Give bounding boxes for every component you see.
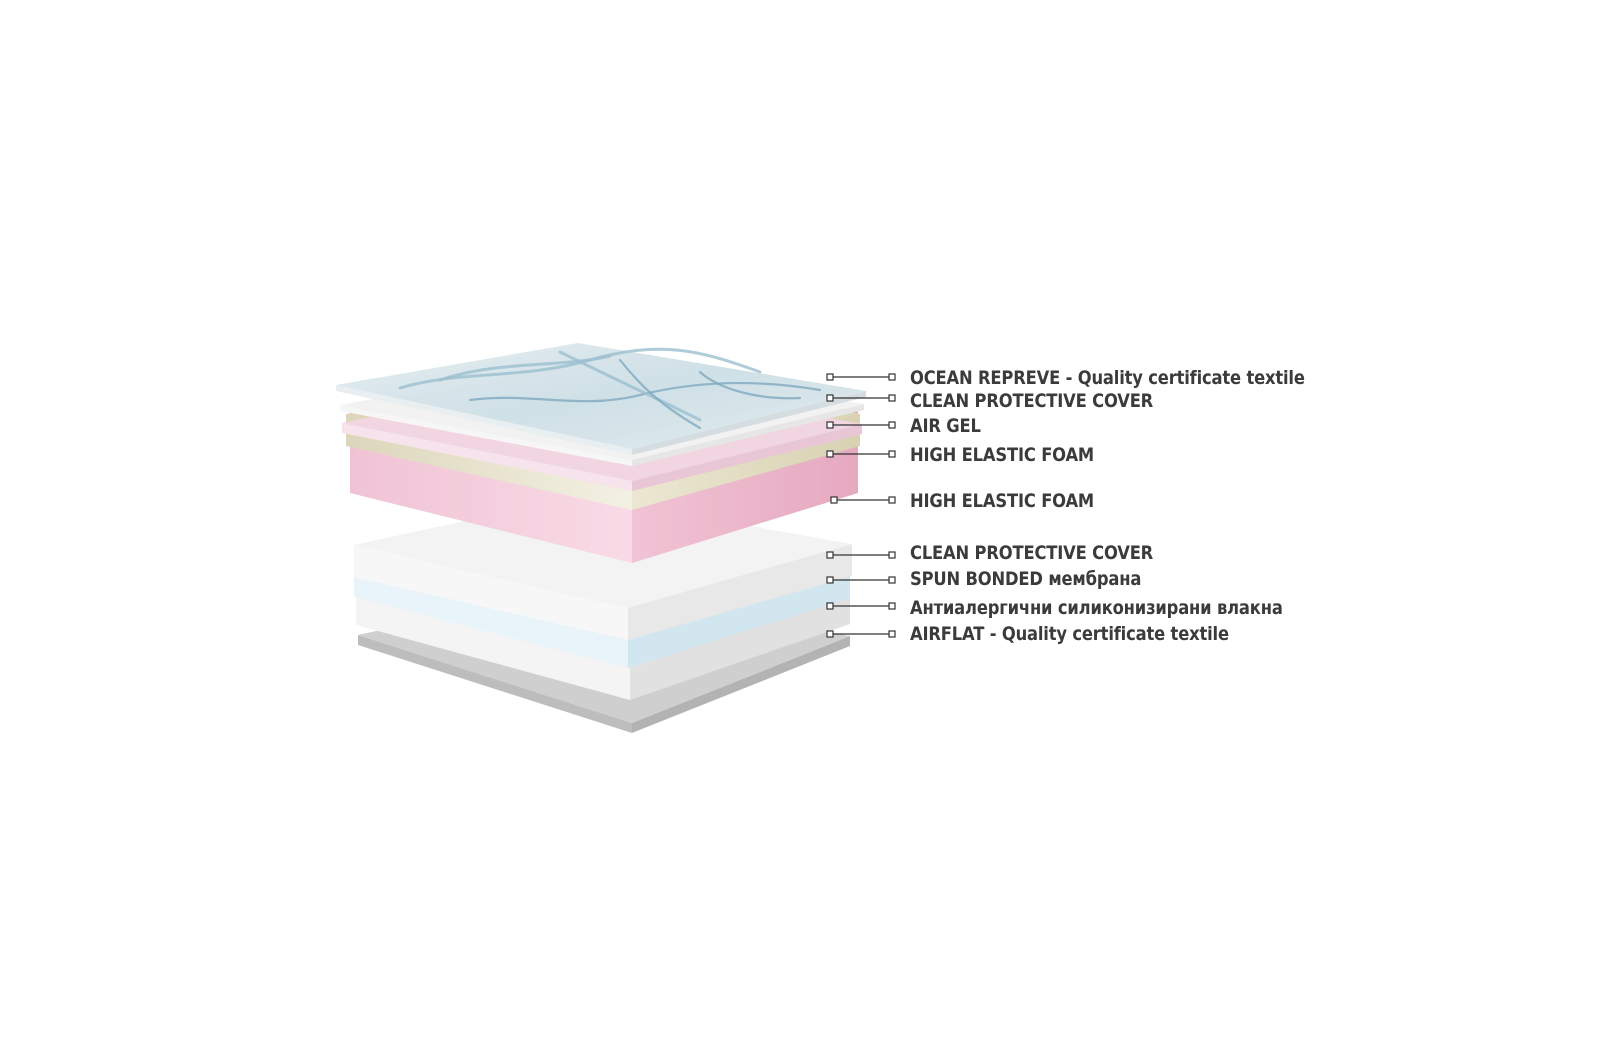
marble-vein	[558, 350, 702, 422]
layer-clean-protective-cover-bottom-side	[628, 544, 852, 640]
label-antiallergic-fibers-sub: Антиалергични силиконизирани влакна	[910, 597, 1283, 619]
label-airflat-main: AIRFLAT	[910, 623, 985, 645]
leader-marker	[888, 551, 896, 559]
leader-marker	[826, 450, 834, 458]
leader-marker	[826, 551, 834, 559]
label-clean-protective-cover-top: CLEAN PROTECTIVE COVER	[910, 388, 1153, 414]
marble-vein	[698, 370, 802, 400]
label-airflat-sub: - Quality certificate textile	[984, 623, 1229, 645]
leader-marker	[888, 630, 896, 638]
leader-marker	[826, 394, 834, 402]
leader-marker	[826, 630, 834, 638]
leader-marker	[888, 576, 896, 584]
layer-clean-protective-cover-top-front	[340, 405, 632, 466]
label-clean-protective-cover-top-main: CLEAN PROTECTIVE COVER	[910, 390, 1154, 412]
leader-marker	[888, 602, 896, 610]
layers-group	[336, 343, 866, 733]
label-high-elastic-foam-1: HIGH ELASTIC FOAM	[910, 442, 1094, 468]
layer-ocean-repreve-top	[336, 343, 866, 449]
layer-clean-protective-cover-top-side	[632, 404, 864, 466]
leader-marker	[826, 602, 834, 610]
label-clean-protective-cover-bottom: CLEAN PROTECTIVE COVER	[910, 540, 1153, 566]
leader-marker	[888, 450, 896, 458]
label-airflat: AIRFLAT - Quality certificate textile	[910, 621, 1229, 647]
label-clean-protective-cover-bottom-main: CLEAN PROTECTIVE COVER	[910, 542, 1154, 564]
label-spun-bonded-main: SPUN BONDED	[910, 568, 1043, 590]
leader-marker	[826, 576, 834, 584]
label-high-elastic-foam-1-main: HIGH ELASTIC FOAM	[910, 444, 1095, 466]
label-antiallergic-fibers: Антиалергични силиконизирани влакна	[910, 595, 1283, 621]
label-high-elastic-foam-2: HIGH ELASTIC FOAM	[910, 488, 1094, 514]
layer-air-gel-side	[632, 424, 862, 491]
label-air-gel: AIR GEL	[910, 413, 981, 439]
layer-ocean-repreve-side	[632, 391, 866, 455]
leader-marker	[888, 421, 896, 429]
leader-marker	[888, 496, 896, 504]
layer-ocean-repreve	[336, 343, 866, 455]
layer-ocean-repreve-front	[336, 385, 632, 455]
layer-air-gel-front	[342, 423, 632, 491]
layer-airflat-side	[632, 636, 850, 733]
leader-marker	[826, 421, 834, 429]
label-spun-bonded-sub: мембрана	[1042, 568, 1142, 590]
layer-antiallergic-fibers-front	[356, 593, 630, 700]
label-ocean-repreve-sub: - Quality certificate textile	[1060, 367, 1305, 389]
marble-vein	[618, 358, 702, 430]
leader-marker	[888, 394, 896, 402]
leader-marker	[830, 496, 838, 504]
leader-lines	[826, 373, 896, 638]
label-ocean-repreve-main: OCEAN REPREVE	[910, 367, 1061, 389]
marble-vein	[468, 381, 822, 403]
label-high-elastic-foam-2-main: HIGH ELASTIC FOAM	[910, 490, 1095, 512]
layer-airflat-front	[358, 635, 632, 733]
label-ocean-repreve: OCEAN REPREVE - Quality certificate text…	[910, 365, 1305, 391]
marble-vein	[438, 354, 612, 382]
leader-marker	[826, 373, 834, 381]
leader-marker	[888, 373, 896, 381]
label-air-gel-main: AIR GEL	[910, 415, 981, 437]
layer-clean-protective-cover-bottom-front	[354, 545, 628, 640]
layer-antiallergic-fibers-side	[630, 592, 850, 700]
label-spun-bonded: SPUN BONDED мембрана	[910, 566, 1141, 592]
